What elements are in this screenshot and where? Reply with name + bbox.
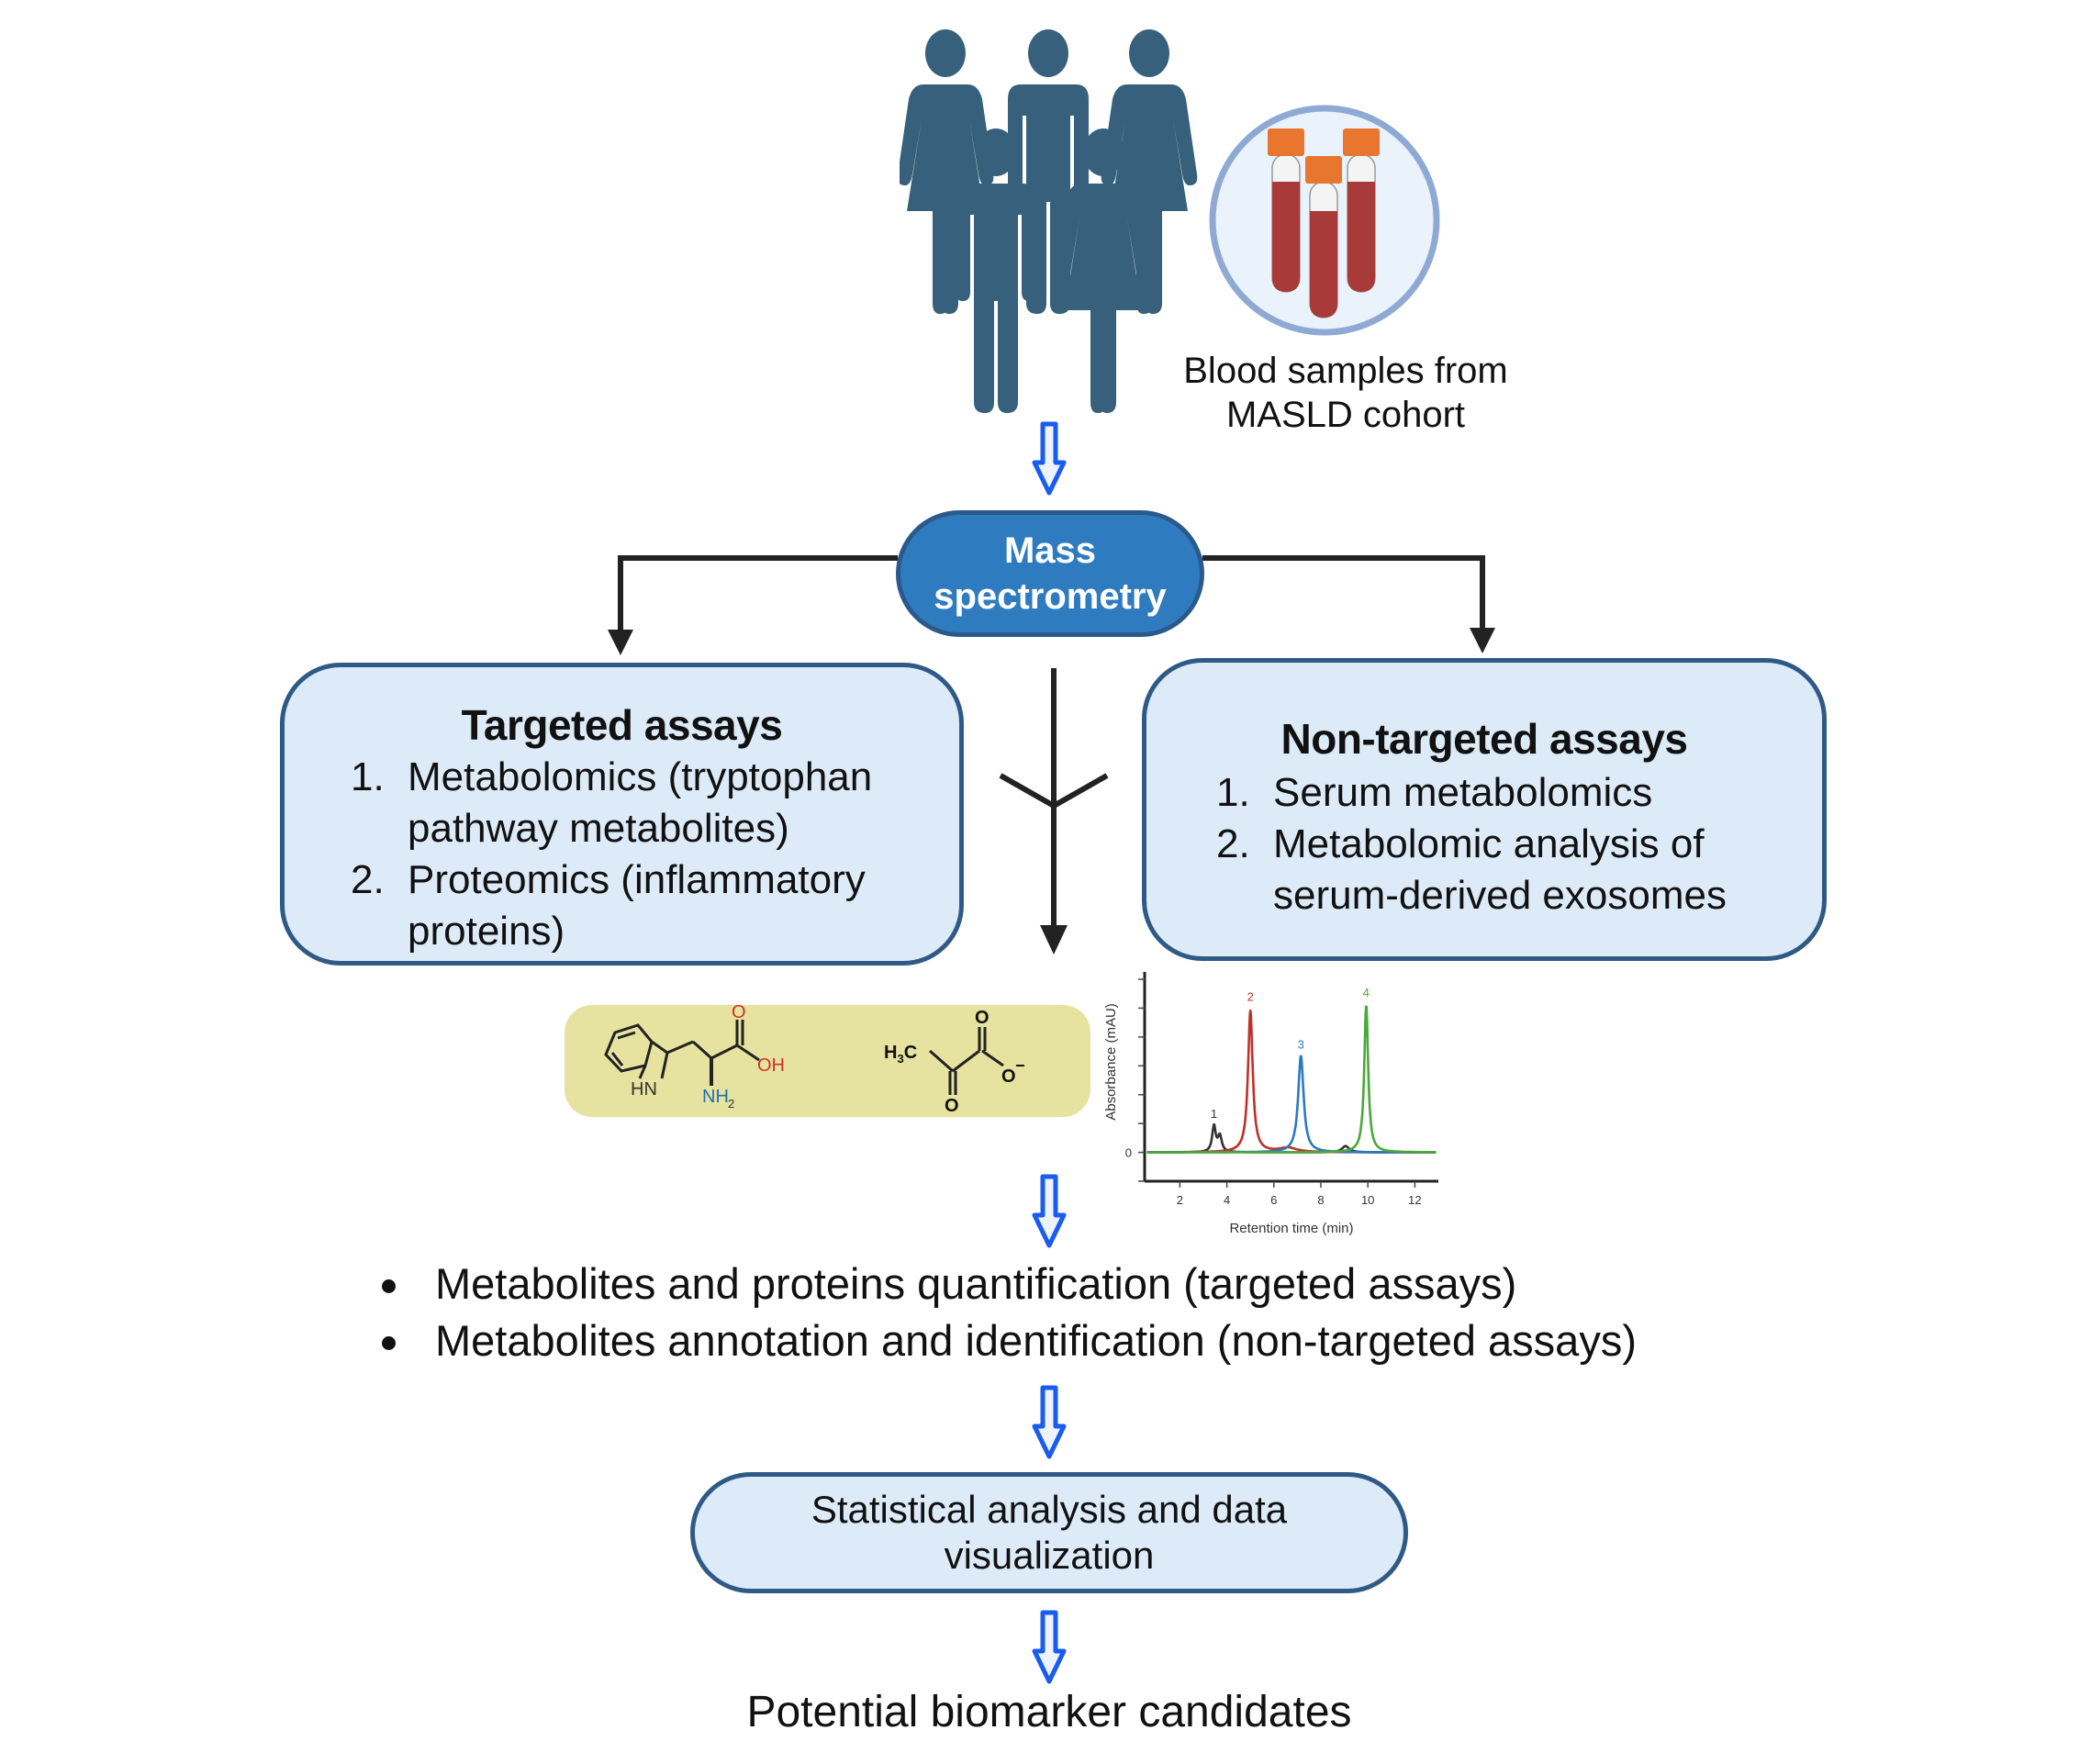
hollow-arrow-4 bbox=[1032, 1610, 1067, 1684]
tryptophan-nh2-subscript: 2 bbox=[728, 1097, 734, 1111]
statistical-analysis-box: Statistical analysis and data visualizat… bbox=[690, 1472, 1408, 1593]
non-targeted-title: Non-targeted assays bbox=[1280, 715, 1689, 763]
x-tick-label: 12 bbox=[1408, 1193, 1421, 1207]
item-line: Metabolomic analysis of bbox=[1273, 821, 1705, 866]
y-tick-label: 0 bbox=[1125, 1146, 1132, 1160]
chart-series-group bbox=[1146, 1005, 1437, 1154]
non-targeted-assays-box: Non-targeted assays 1. Serum metabolomic… bbox=[1142, 658, 1827, 961]
item-line: pathway metabolites) bbox=[408, 806, 789, 851]
hollow-arrow-3 bbox=[1032, 1385, 1067, 1459]
merge-arrow bbox=[999, 668, 1109, 955]
series-line-2 bbox=[1146, 1009, 1437, 1154]
pyruvate-o-minus-label: O bbox=[1001, 1066, 1016, 1087]
output-bullet-list: Metabolites and proteins quantification … bbox=[375, 1256, 1806, 1369]
hollow-arrow-2 bbox=[1032, 1174, 1067, 1248]
woman-icon bbox=[900, 29, 994, 314]
final-outcome-text: Potential biomarker candidates bbox=[746, 1688, 1352, 1736]
blood-tube bbox=[1343, 128, 1380, 293]
y-axis-label: Absorbance (mAU) bbox=[1103, 1003, 1119, 1121]
pyruvate-o-bottom-label: O bbox=[945, 1096, 959, 1116]
stats-line: visualization bbox=[944, 1534, 1155, 1577]
man-icon bbox=[956, 128, 1036, 413]
targeted-assays-box: Targeted assays 1. Metabolomics (tryptop… bbox=[280, 663, 964, 966]
pyruvate-h3c-label: H3C bbox=[884, 1043, 917, 1066]
peak-label-1: 1 bbox=[1211, 1107, 1217, 1121]
item-line: Serum metabolomics bbox=[1273, 770, 1653, 815]
chart-labels-group: 1 2 3 4 bbox=[1211, 986, 1370, 1121]
tryptophan-oh-label: OH bbox=[757, 1055, 785, 1076]
item-number: 1. bbox=[351, 754, 385, 799]
blood-tube bbox=[1305, 156, 1342, 318]
peak-label-3: 3 bbox=[1298, 1037, 1304, 1051]
woman-icon bbox=[1055, 128, 1152, 413]
x-axis-label: Retention time (min) bbox=[1229, 1221, 1353, 1236]
connector-left bbox=[608, 555, 898, 655]
blood-tube bbox=[1268, 128, 1304, 293]
tryptophan-o-label: O bbox=[732, 1005, 746, 1022]
non-targeted-item: 1. Serum metabolomics bbox=[1216, 767, 1822, 819]
tryptophan-hn-label: HN bbox=[631, 1079, 657, 1100]
x-tick-label: 8 bbox=[1317, 1193, 1324, 1207]
x-tick-label: 10 bbox=[1361, 1193, 1374, 1207]
tryptophan-structure bbox=[604, 1020, 760, 1086]
pyruvate-o-top-label: O bbox=[975, 1008, 990, 1028]
targeted-item: 1. Metabolomics (tryptophan pathway meta… bbox=[351, 752, 959, 854]
targeted-title: Targeted assays bbox=[461, 701, 783, 749]
x-tick-label: 2 bbox=[1177, 1193, 1183, 1207]
item-number: 2. bbox=[351, 857, 385, 902]
peak-label-4: 4 bbox=[1363, 986, 1370, 999]
stats-line: Statistical analysis and data bbox=[811, 1488, 1288, 1531]
caption-line: MASLD cohort bbox=[1225, 395, 1466, 435]
series-line-3 bbox=[1146, 1055, 1437, 1154]
connector-right bbox=[1202, 555, 1495, 653]
cohort-people-group bbox=[900, 29, 1198, 413]
blood-tubes-icon bbox=[1209, 105, 1440, 336]
mass-spectrometry-box: Mass spectrometry bbox=[896, 510, 1204, 637]
peak-label-2: 2 bbox=[1247, 990, 1254, 1004]
cohort-caption: Blood samples from MASLD cohort bbox=[1153, 349, 1538, 437]
tryptophan-nh2-label: NH bbox=[702, 1087, 729, 1107]
item-number: 2. bbox=[1216, 821, 1250, 866]
item-line: serum-derived exosomes bbox=[1273, 873, 1727, 918]
item-line: proteins) bbox=[408, 909, 565, 954]
molecule-structures: HN O OH NH 2 H3C O O O − bbox=[604, 1005, 1025, 1116]
targeted-item: 2. Proteomics (inflammatory proteins) bbox=[351, 854, 959, 957]
x-tick-label: 4 bbox=[1224, 1193, 1230, 1207]
item-line: Proteomics (inflammatory bbox=[408, 857, 866, 902]
mass-spec-line: spectrometry bbox=[934, 576, 1167, 617]
x-tick-label: 6 bbox=[1270, 1193, 1277, 1207]
output-bullet: Metabolites and proteins quantification … bbox=[375, 1256, 1806, 1312]
pyruvate-charge-label: − bbox=[1015, 1056, 1025, 1075]
output-bullet: Metabolites annotation and identificatio… bbox=[375, 1312, 1806, 1369]
item-line: Metabolomics (tryptophan bbox=[408, 754, 873, 799]
mass-spec-line: Mass bbox=[1003, 530, 1097, 571]
hollow-arrow-1 bbox=[1032, 421, 1067, 496]
item-number: 1. bbox=[1216, 770, 1250, 815]
targeted-list: 1. Metabolomics (tryptophan pathway meta… bbox=[351, 752, 959, 957]
molecules-panel bbox=[565, 1005, 1090, 1117]
series-line-4 bbox=[1146, 1005, 1437, 1154]
non-targeted-list: 1. Serum metabolomics 2. Metabolomic ana… bbox=[1216, 767, 1822, 921]
non-targeted-item: 2. Metabolomic analysis of serum-derived… bbox=[1216, 819, 1822, 921]
pyruvate-structure bbox=[929, 1027, 1004, 1095]
woman-icon bbox=[1101, 29, 1198, 314]
caption-line: Blood samples from bbox=[1183, 351, 1508, 391]
